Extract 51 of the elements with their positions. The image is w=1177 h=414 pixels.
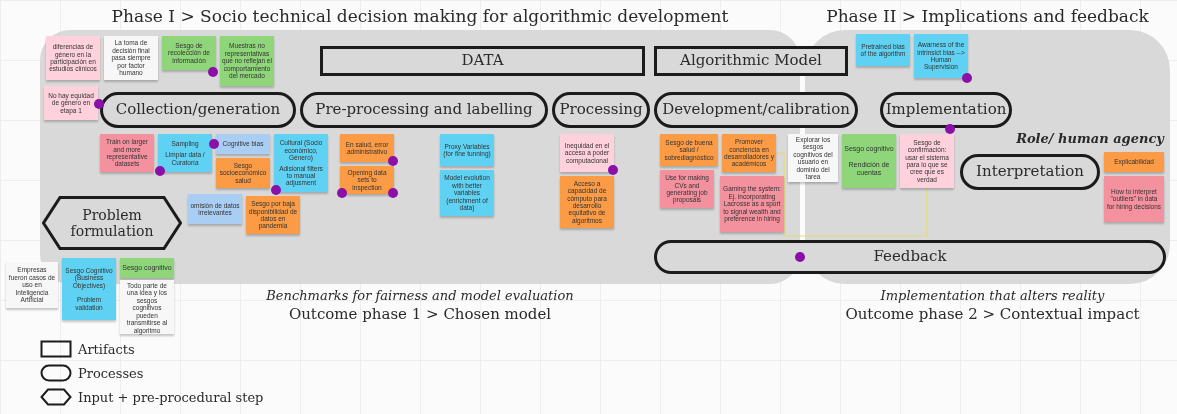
- sticky-note: [220, 36, 274, 86]
- sticky-note: [340, 134, 394, 162]
- sticky-note: [188, 194, 242, 224]
- sticky-note: [1104, 152, 1164, 172]
- sticky-note: [62, 258, 116, 320]
- artifact-box: [320, 46, 645, 76]
- sticky-note: [1104, 176, 1164, 222]
- artifact-label: Algorithmic Model: [680, 52, 822, 70]
- sticky-note: [120, 258, 174, 278]
- sticky-note: [914, 34, 968, 78]
- phase-heading: Phase I > Socio technical decision making for algorithmic development: [110, 6, 730, 26]
- sticky-note: [440, 134, 494, 166]
- sticky-note: [560, 176, 614, 228]
- process-label: Development/calibration: [662, 101, 850, 119]
- process-stadium: [654, 92, 858, 128]
- sticky-note: [560, 134, 614, 172]
- sticky-note: [274, 134, 328, 192]
- process-stadium: [552, 92, 650, 128]
- sticky-note: [720, 176, 784, 232]
- input-label: Problem formulation: [69, 206, 155, 240]
- process-stadium: [880, 92, 1012, 128]
- sticky-note: [842, 134, 896, 188]
- sticky-note: [856, 34, 910, 66]
- legend-label: Artifacts: [78, 341, 135, 357]
- sticky-note: [216, 134, 270, 154]
- annotation-text: Implementation that alters reality: [879, 288, 1106, 303]
- process-stadium: [960, 154, 1100, 190]
- process-label: Interpretation: [976, 163, 1084, 181]
- process-label: Collection/generation: [115, 101, 281, 119]
- artifact-label: DATA: [461, 52, 504, 70]
- annotation-text: Role/ human agency: [1015, 131, 1166, 146]
- annotation-text: Outcome phase 2 > Contextual impact: [844, 305, 1141, 323]
- annotation-text: Outcome phase 1 > Chosen model: [287, 305, 553, 323]
- legend-label: Processes: [78, 365, 144, 381]
- process-stadium: [100, 92, 296, 128]
- phase-heading: Phase II > Implications and feedback: [825, 6, 1150, 26]
- sticky-note: [104, 36, 158, 80]
- input-hexagon: [42, 196, 182, 250]
- process-label: Processing: [559, 101, 643, 119]
- legend-label: Input + pre-procedural step: [78, 389, 264, 405]
- process-label: Pre-processing and labelling: [315, 101, 533, 119]
- sticky-note: [158, 134, 212, 172]
- process-label: Implementation: [885, 101, 1007, 119]
- connector-line: [775, 152, 928, 237]
- process-label: Feedback: [873, 248, 947, 266]
- annotation-text: Benchmarks for fairness and model evaluation: [265, 288, 575, 303]
- sticky-note: [46, 36, 100, 80]
- artifact-box: [654, 46, 848, 76]
- sticky-note: [340, 166, 394, 194]
- process-stadium: [300, 92, 548, 128]
- process-stadium: [654, 240, 1166, 274]
